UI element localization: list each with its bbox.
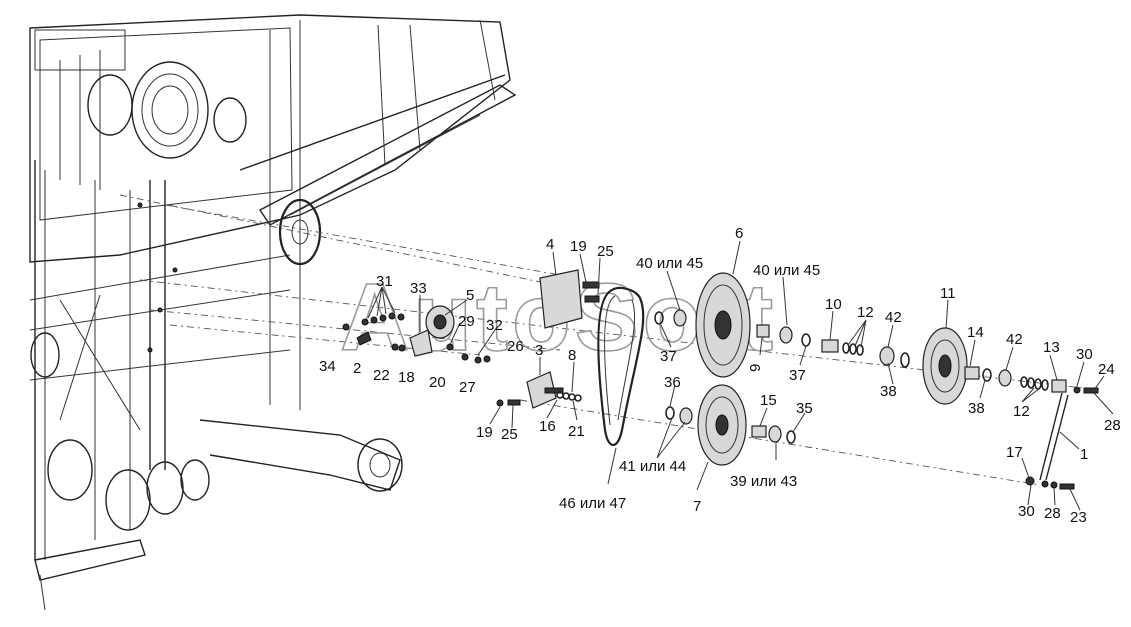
callout-29: 29 <box>458 313 475 330</box>
washer-set-8 <box>556 391 582 402</box>
callout-5: 5 <box>466 287 474 304</box>
callout-10: 10 <box>825 296 842 313</box>
callout-1: 1 <box>1080 446 1088 463</box>
bearing-part-42b <box>998 369 1012 387</box>
collar-part-13 <box>1051 379 1067 393</box>
callout-40-or-45: 40 или 45 <box>753 262 820 279</box>
callout-14: 14 <box>967 324 984 341</box>
tensioner-arm-part-33 <box>409 329 433 357</box>
callout-13: 13 <box>1043 339 1060 356</box>
callout-4: 4 <box>546 236 554 253</box>
callout-41-or-44: 41 или 44 <box>619 458 686 475</box>
callout-26: 26 <box>507 338 524 355</box>
callout-27: 27 <box>459 379 476 396</box>
callout-30: 30 <box>1076 346 1093 363</box>
snap-ring-part-36 <box>665 406 675 420</box>
callout-33: 33 <box>410 280 427 297</box>
washer-set-31 <box>361 312 405 326</box>
callout-40-or-45: 40 или 45 <box>636 255 703 272</box>
callout-12: 12 <box>857 304 874 321</box>
washer-set-12a <box>842 342 864 356</box>
callout-34: 34 <box>319 358 336 375</box>
callout-35: 35 <box>796 400 813 417</box>
bearing-part-40-45a <box>673 309 687 327</box>
bearing-part-40-45b <box>779 326 793 344</box>
callout-42: 42 <box>1006 331 1023 348</box>
bushing-part-15 <box>751 425 767 438</box>
callout-7: 7 <box>693 498 701 515</box>
washer-set-12b <box>1020 376 1049 391</box>
callout-21: 21 <box>568 423 585 440</box>
callout-36: 36 <box>664 374 681 391</box>
arm-part-1 <box>1039 392 1069 481</box>
callout-22: 22 <box>373 367 390 384</box>
bearing-part-42a <box>879 346 895 366</box>
callout-31: 31 <box>376 273 393 290</box>
callout-24: 24 <box>1098 361 1115 378</box>
callout-28: 28 <box>1044 505 1061 522</box>
bolt-part-19-25-upper <box>582 281 600 289</box>
callout-9: 9 <box>747 364 764 372</box>
callout-42: 42 <box>885 309 902 326</box>
snap-ring-part-37a <box>654 311 664 325</box>
bracket-part-4 <box>539 269 583 329</box>
callout-37: 37 <box>660 348 677 365</box>
leader-lines <box>367 240 1114 511</box>
bearing-part-41-44 <box>679 407 693 425</box>
snap-ring-part-35 <box>786 430 796 444</box>
callout-6: 6 <box>735 225 743 242</box>
callout-46-or-47: 46 или 47 <box>559 495 626 512</box>
callout-11: 11 <box>940 285 956 302</box>
v-belt-part-46-47 <box>597 286 645 447</box>
callout-20: 20 <box>429 374 446 391</box>
callout-19: 19 <box>570 238 587 255</box>
callout-39-or-43: 39 или 43 <box>730 473 797 490</box>
callout-12: 12 <box>1013 403 1030 420</box>
callout-18: 18 <box>398 369 415 386</box>
spacer-part-10 <box>821 339 839 353</box>
callout-labels: 4 19 25 40 или 45 6 40 или 45 11 31 33 5… <box>319 225 1121 526</box>
callout-8: 8 <box>568 347 576 364</box>
callout-23: 23 <box>1070 509 1087 526</box>
parts <box>342 269 1099 490</box>
callout-19: 19 <box>476 424 493 441</box>
snap-ring-part-37b <box>801 333 811 347</box>
bearing-part-39-43 <box>768 425 782 443</box>
machine-frame <box>29 14 517 611</box>
callout-38: 38 <box>968 400 985 417</box>
callout-3: 3 <box>535 342 543 359</box>
callout-25: 25 <box>597 243 614 260</box>
callout-28: 28 <box>1104 417 1121 434</box>
callout-16: 16 <box>539 418 556 435</box>
snap-ring-part-38a <box>900 352 910 368</box>
bushing-part-14 <box>964 366 980 380</box>
callout-30: 30 <box>1018 503 1035 520</box>
snap-ring-part-38b <box>982 368 992 382</box>
callout-2: 2 <box>353 360 361 377</box>
callout-25: 25 <box>501 426 518 443</box>
plate-part-3 <box>526 371 557 409</box>
callout-15: 15 <box>760 392 777 409</box>
callout-38: 38 <box>880 383 897 400</box>
callout-32: 32 <box>486 317 503 334</box>
callout-37: 37 <box>789 367 806 384</box>
hub-part-9 <box>756 324 770 338</box>
callout-17: 17 <box>1006 444 1023 461</box>
